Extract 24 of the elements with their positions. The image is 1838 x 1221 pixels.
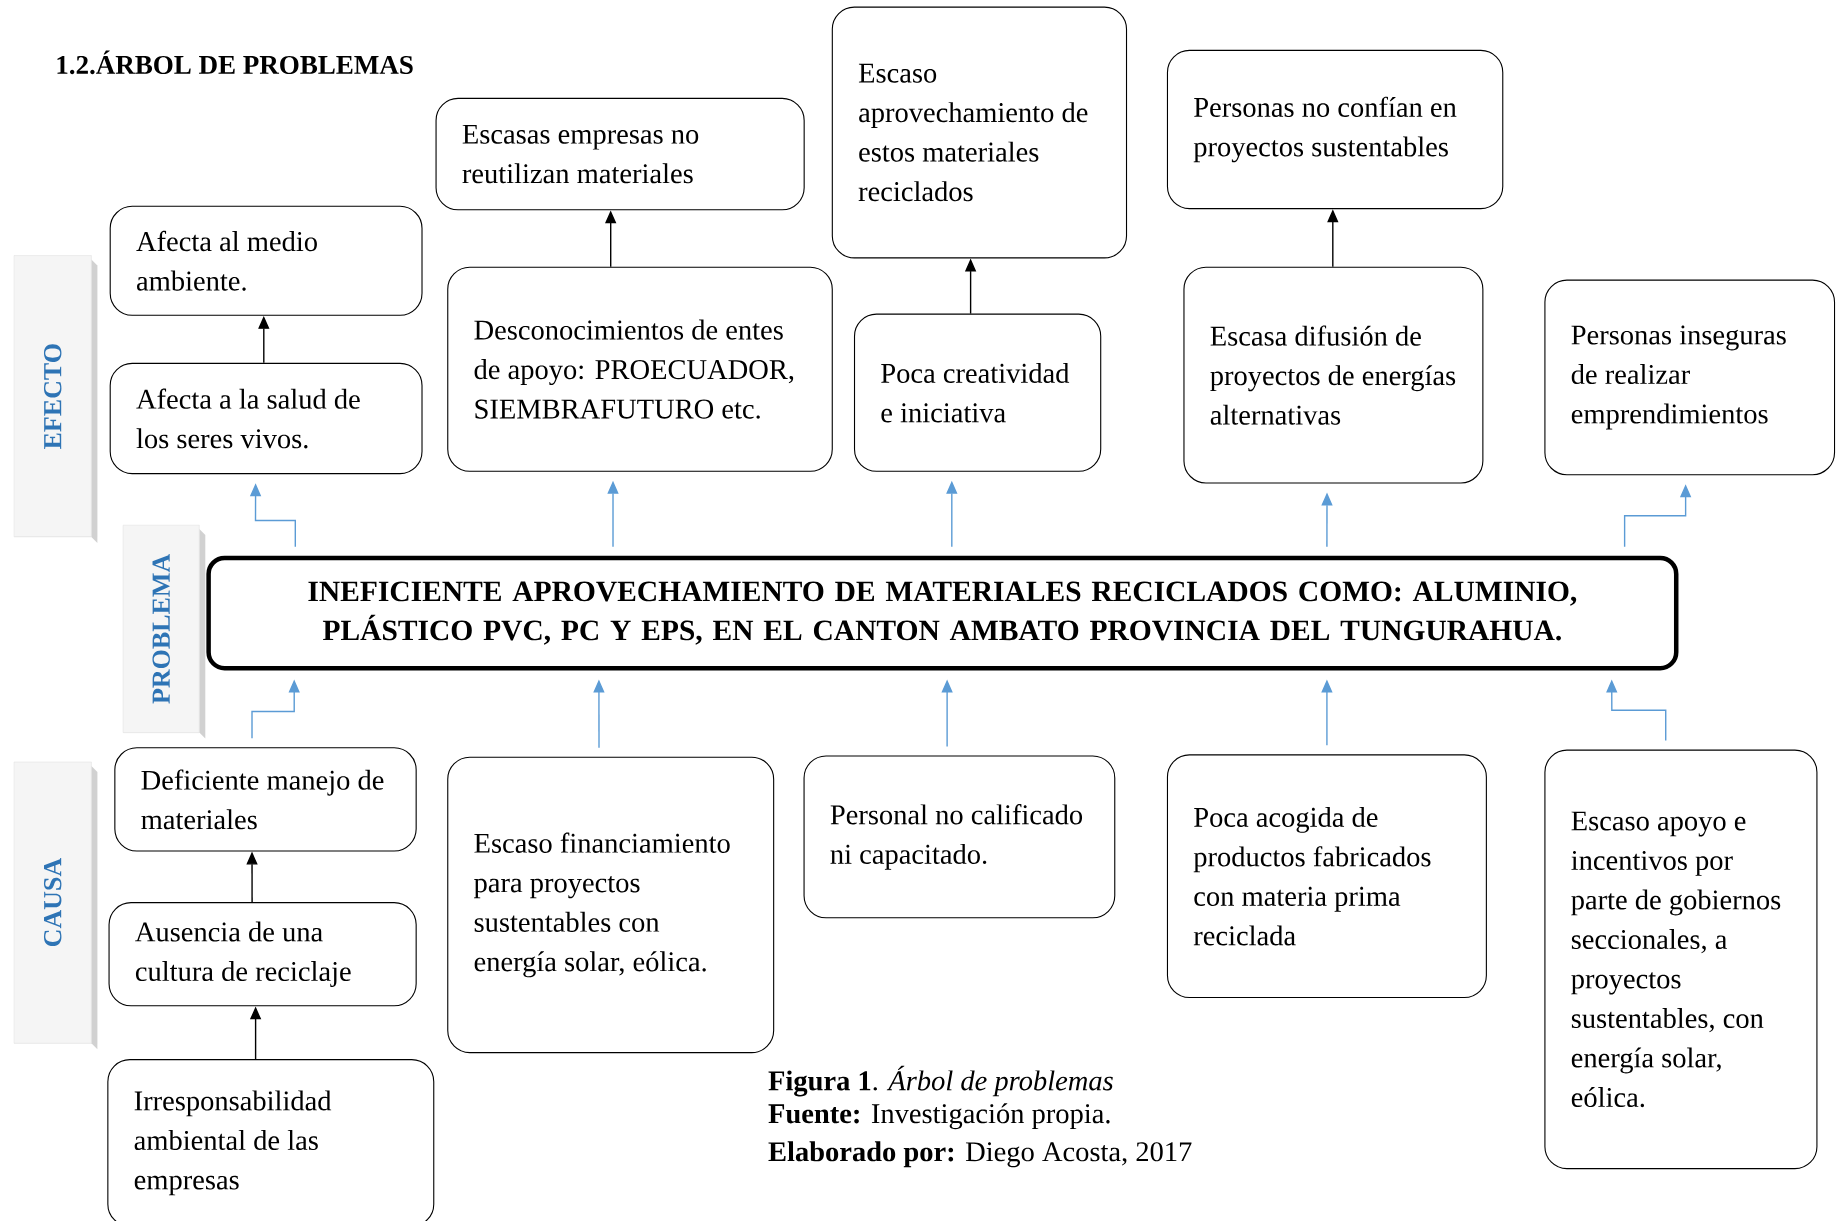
rounded-box: Poca creatividad e iniciativa (853, 313, 1102, 472)
rounded-box: Personal no calificado ni capacitado. (803, 755, 1116, 919)
rounded-box: Desconocimientos de entes de apoyo: PROECUADOR, SIEMBRAFUTURO etc. (447, 266, 833, 472)
rounded-box: Afecta al medio ambiente. (109, 205, 423, 316)
caption: Figura 1. Árbol de problemas (768, 1065, 1113, 1097)
source-note: Elaborado por: Diego Acosta, 2017 (768, 1141, 1192, 1168)
rounded-box: Ausencia de una cultura de reciclaje (108, 902, 417, 1007)
rounded-box: Poca acogida de productos fabricados con materia prima reciclada (1166, 754, 1487, 999)
rounded-box: Afecta a la salud de los seres vivos. (109, 362, 423, 475)
rounded-box: Escaso aprovechamiento de estos materiales reciclados (831, 6, 1128, 259)
source-note: Fuente: Investigación propia. (768, 1103, 1110, 1130)
rounded-box: Deficiente manejo de materiales (114, 747, 417, 852)
rounded-box: Escasas empresas no reutilizan materiales (435, 97, 805, 211)
title: 1.2.ÁRBOL DE PROBLEMAS (57, 50, 413, 75)
side-band: EFECTO (13, 255, 98, 543)
rounded-box: Irresponsabilidad ambiental de las empresas (107, 1059, 435, 1221)
rounded-box: Personas inseguras de realizar emprendimientos (1544, 279, 1836, 476)
side-band: CAUSA (13, 761, 98, 1050)
rounded-box: Escaso financiamiento para proyectos sustentables con energía solar, eólica. (447, 756, 775, 1054)
problem-box: INEFICIENTE APROVECHAMIENTO DE MATERIALES RECICLADOS COMO: ALUMINIO, PLÁSTICO PVC, PC Y EPS, EN EL CANTON AMBATO PROVINCIA DEL TUNGURAHUA. (206, 555, 1679, 671)
rounded-box: Personas no confían en proyectos sustentables (1166, 49, 1504, 210)
side-band: PROBLEMA (122, 524, 206, 739)
rounded-box: Escaso apoyo e incentivos por parte de gobiernos seccionales, a proyectos sustentables, con energía solar, eólica. (1544, 749, 1818, 1170)
rounded-box: Escasa difusión de proyectos de energías alternativas (1183, 266, 1484, 484)
